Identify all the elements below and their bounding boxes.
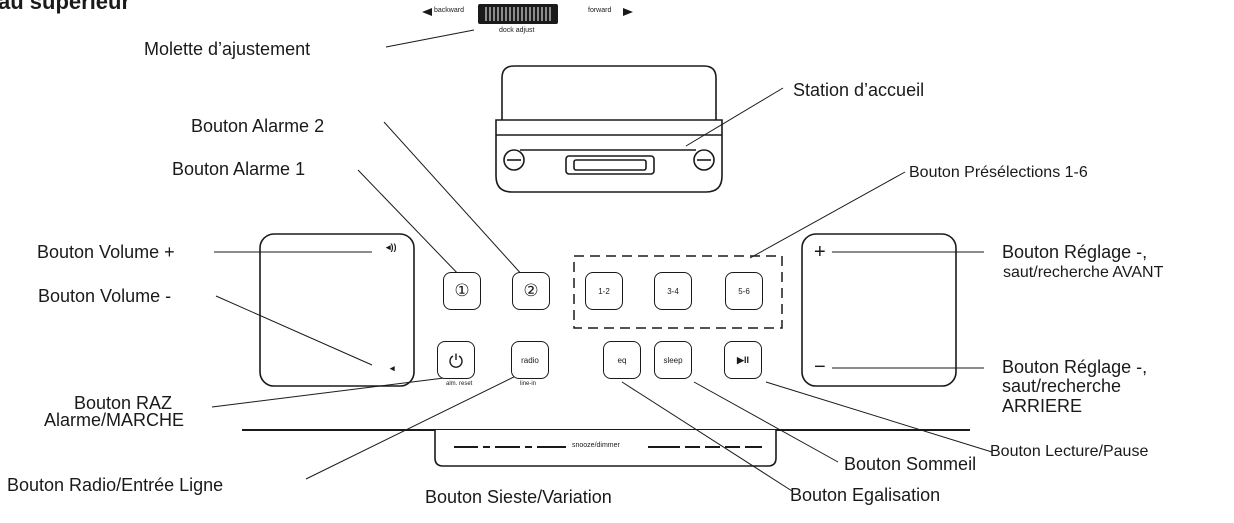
label-presets: Bouton Présélections 1-6 [909,164,1088,181]
label-reglage-plus-1: Bouton Réglage -, [1002,242,1148,262]
preset-3-4-label: 3-4 [667,286,679,296]
alarm2-button[interactable]: ② [512,272,550,310]
label-alarme1: Bouton Alarme 1 [172,159,306,179]
alarm1-button[interactable]: ① [443,272,481,310]
eq-button[interactable]: eq [603,341,641,379]
tuning-pad [801,233,957,387]
preset-5-6-button[interactable]: 5-6 [725,272,763,310]
preset-3-4-button[interactable]: 3-4 [654,272,692,310]
label-reglage-plus-2: saut/recherche AVANT [1003,264,1164,281]
label-reglage-minus-3: ARRIERE [1002,396,1083,416]
radio-button[interactable]: radio [511,341,549,379]
play-pause-button[interactable]: ▶II [724,341,762,379]
power-button[interactable] [437,341,475,379]
volume-up-icon: ◂)) [386,242,397,252]
power-sublabel: alm. reset [446,381,473,387]
label-raz-2: Alarme/MARCHE [44,410,185,430]
minus-icon: − [814,356,826,378]
label-egalisation: Bouton Egalisation [790,485,941,505]
label-reglage-minus-2: saut/recherche [1002,376,1122,396]
label-reglage-minus-1: Bouton Réglage -, [1002,357,1148,377]
volume-pad [259,233,415,387]
leader-lines [211,29,993,492]
snooze-bar [434,430,777,467]
sleep-label: sleep [663,355,683,365]
preset-group-box [573,255,783,329]
page-title: au supérieur [0,0,131,14]
preset-1-2-button[interactable]: 1-2 [585,272,623,310]
alarm2-clock-icon: ② [523,281,539,300]
label-raz-1: Bouton RAZ [74,393,173,413]
dock-adjust-wheel [422,4,633,24]
eq-label: eq [617,355,627,365]
play-pause-icon: ▶II [737,354,749,365]
dock-station [495,65,723,193]
plus-icon: + [814,241,826,263]
preset-1-2-label: 1-2 [598,286,610,296]
radio-label: radio [521,355,539,365]
label-radio-entree: Bouton Radio/Entrée Ligne [7,475,224,495]
label-molette: Molette d’ajustement [144,39,311,59]
preset-5-6-label: 5-6 [738,286,750,296]
label-lecture: Bouton Lecture/Pause [990,443,1149,460]
label-vol-plus: Bouton Volume + [37,242,175,262]
dock-backward-label: backward [434,7,464,14]
label-alarme2: Bouton Alarme 2 [191,116,325,136]
alarm1-clock-icon: ① [454,281,470,300]
label-sieste: Bouton Sieste/Variation [425,487,612,507]
dock-adjust-caption: dock adjust [499,27,535,34]
radio-sublabel: line-in [520,381,537,387]
snooze-bar-label: snooze/dimmer [572,442,620,449]
label-sommeil: Bouton Sommeil [844,454,977,474]
volume-down-icon: ◂ [390,363,395,373]
label-station: Station d’accueil [793,80,925,100]
label-vol-minus: Bouton Volume - [38,286,172,306]
power-icon [449,353,463,368]
sleep-button[interactable]: sleep [654,341,692,379]
dock-forward-label: forward [588,7,612,14]
